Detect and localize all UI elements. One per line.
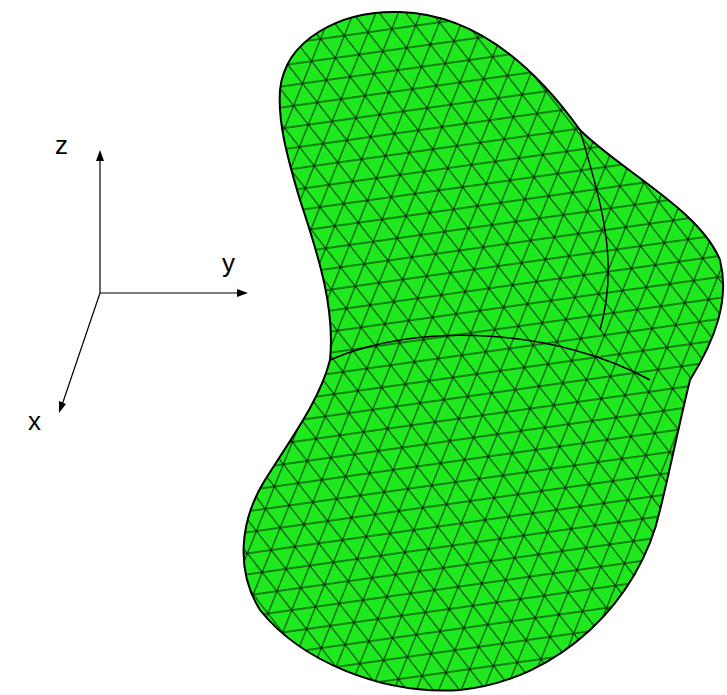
- axis-label: y: [222, 250, 235, 276]
- axis-label: z: [55, 132, 68, 158]
- mesh-body: [244, 12, 724, 691]
- axis-label: x: [28, 408, 41, 434]
- lobe-crease: [330, 130, 650, 380]
- axes: [59, 150, 248, 413]
